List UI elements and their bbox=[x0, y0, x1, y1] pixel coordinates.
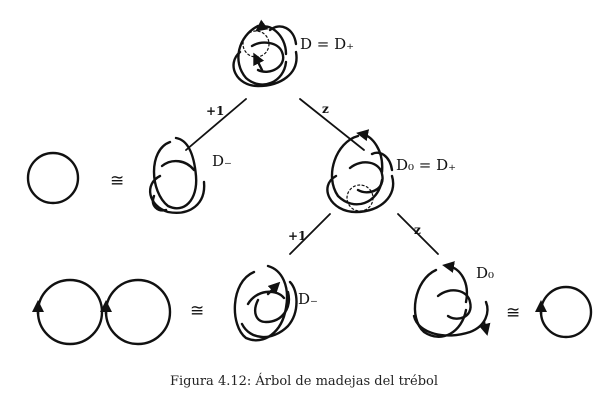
congruence-level1: ≅ bbox=[110, 171, 124, 191]
knot-root-trefoil bbox=[232, 19, 298, 88]
label-d-zero-plus: D₀ = D₊ bbox=[396, 156, 456, 174]
edge-mid-right bbox=[397, 213, 439, 255]
congruence-bottom-right: ≅ bbox=[506, 303, 520, 323]
edge-mid-left bbox=[289, 213, 331, 255]
edge-root-left bbox=[185, 98, 247, 151]
knot-d-zero-plus bbox=[326, 129, 395, 214]
label-d-minus-bottom: D₋ bbox=[298, 290, 318, 308]
unknot-right bbox=[535, 285, 593, 339]
knot-d-zero-bottom bbox=[412, 261, 491, 338]
label-edge-mid-right: z bbox=[414, 223, 421, 237]
knot-d-minus bbox=[149, 136, 206, 214]
unknot-left-circle bbox=[26, 151, 80, 205]
edge-root-right bbox=[299, 98, 365, 151]
label-d-minus: D₋ bbox=[212, 152, 232, 170]
label-d-zero-bottom: D₀ bbox=[476, 264, 494, 282]
congruence-bottom-left: ≅ bbox=[190, 301, 204, 321]
label-edge-top-right: z bbox=[322, 102, 329, 116]
label-root: D = D₊ bbox=[300, 35, 354, 53]
knot-d-minus-bottom bbox=[233, 264, 298, 342]
figure-caption: Figura 4.12: Árbol de madejas del trébol bbox=[169, 374, 439, 389]
label-edge-top-left: +1 bbox=[206, 104, 224, 118]
two-unknots bbox=[32, 278, 172, 346]
label-edge-mid-left: +1 bbox=[288, 229, 306, 243]
